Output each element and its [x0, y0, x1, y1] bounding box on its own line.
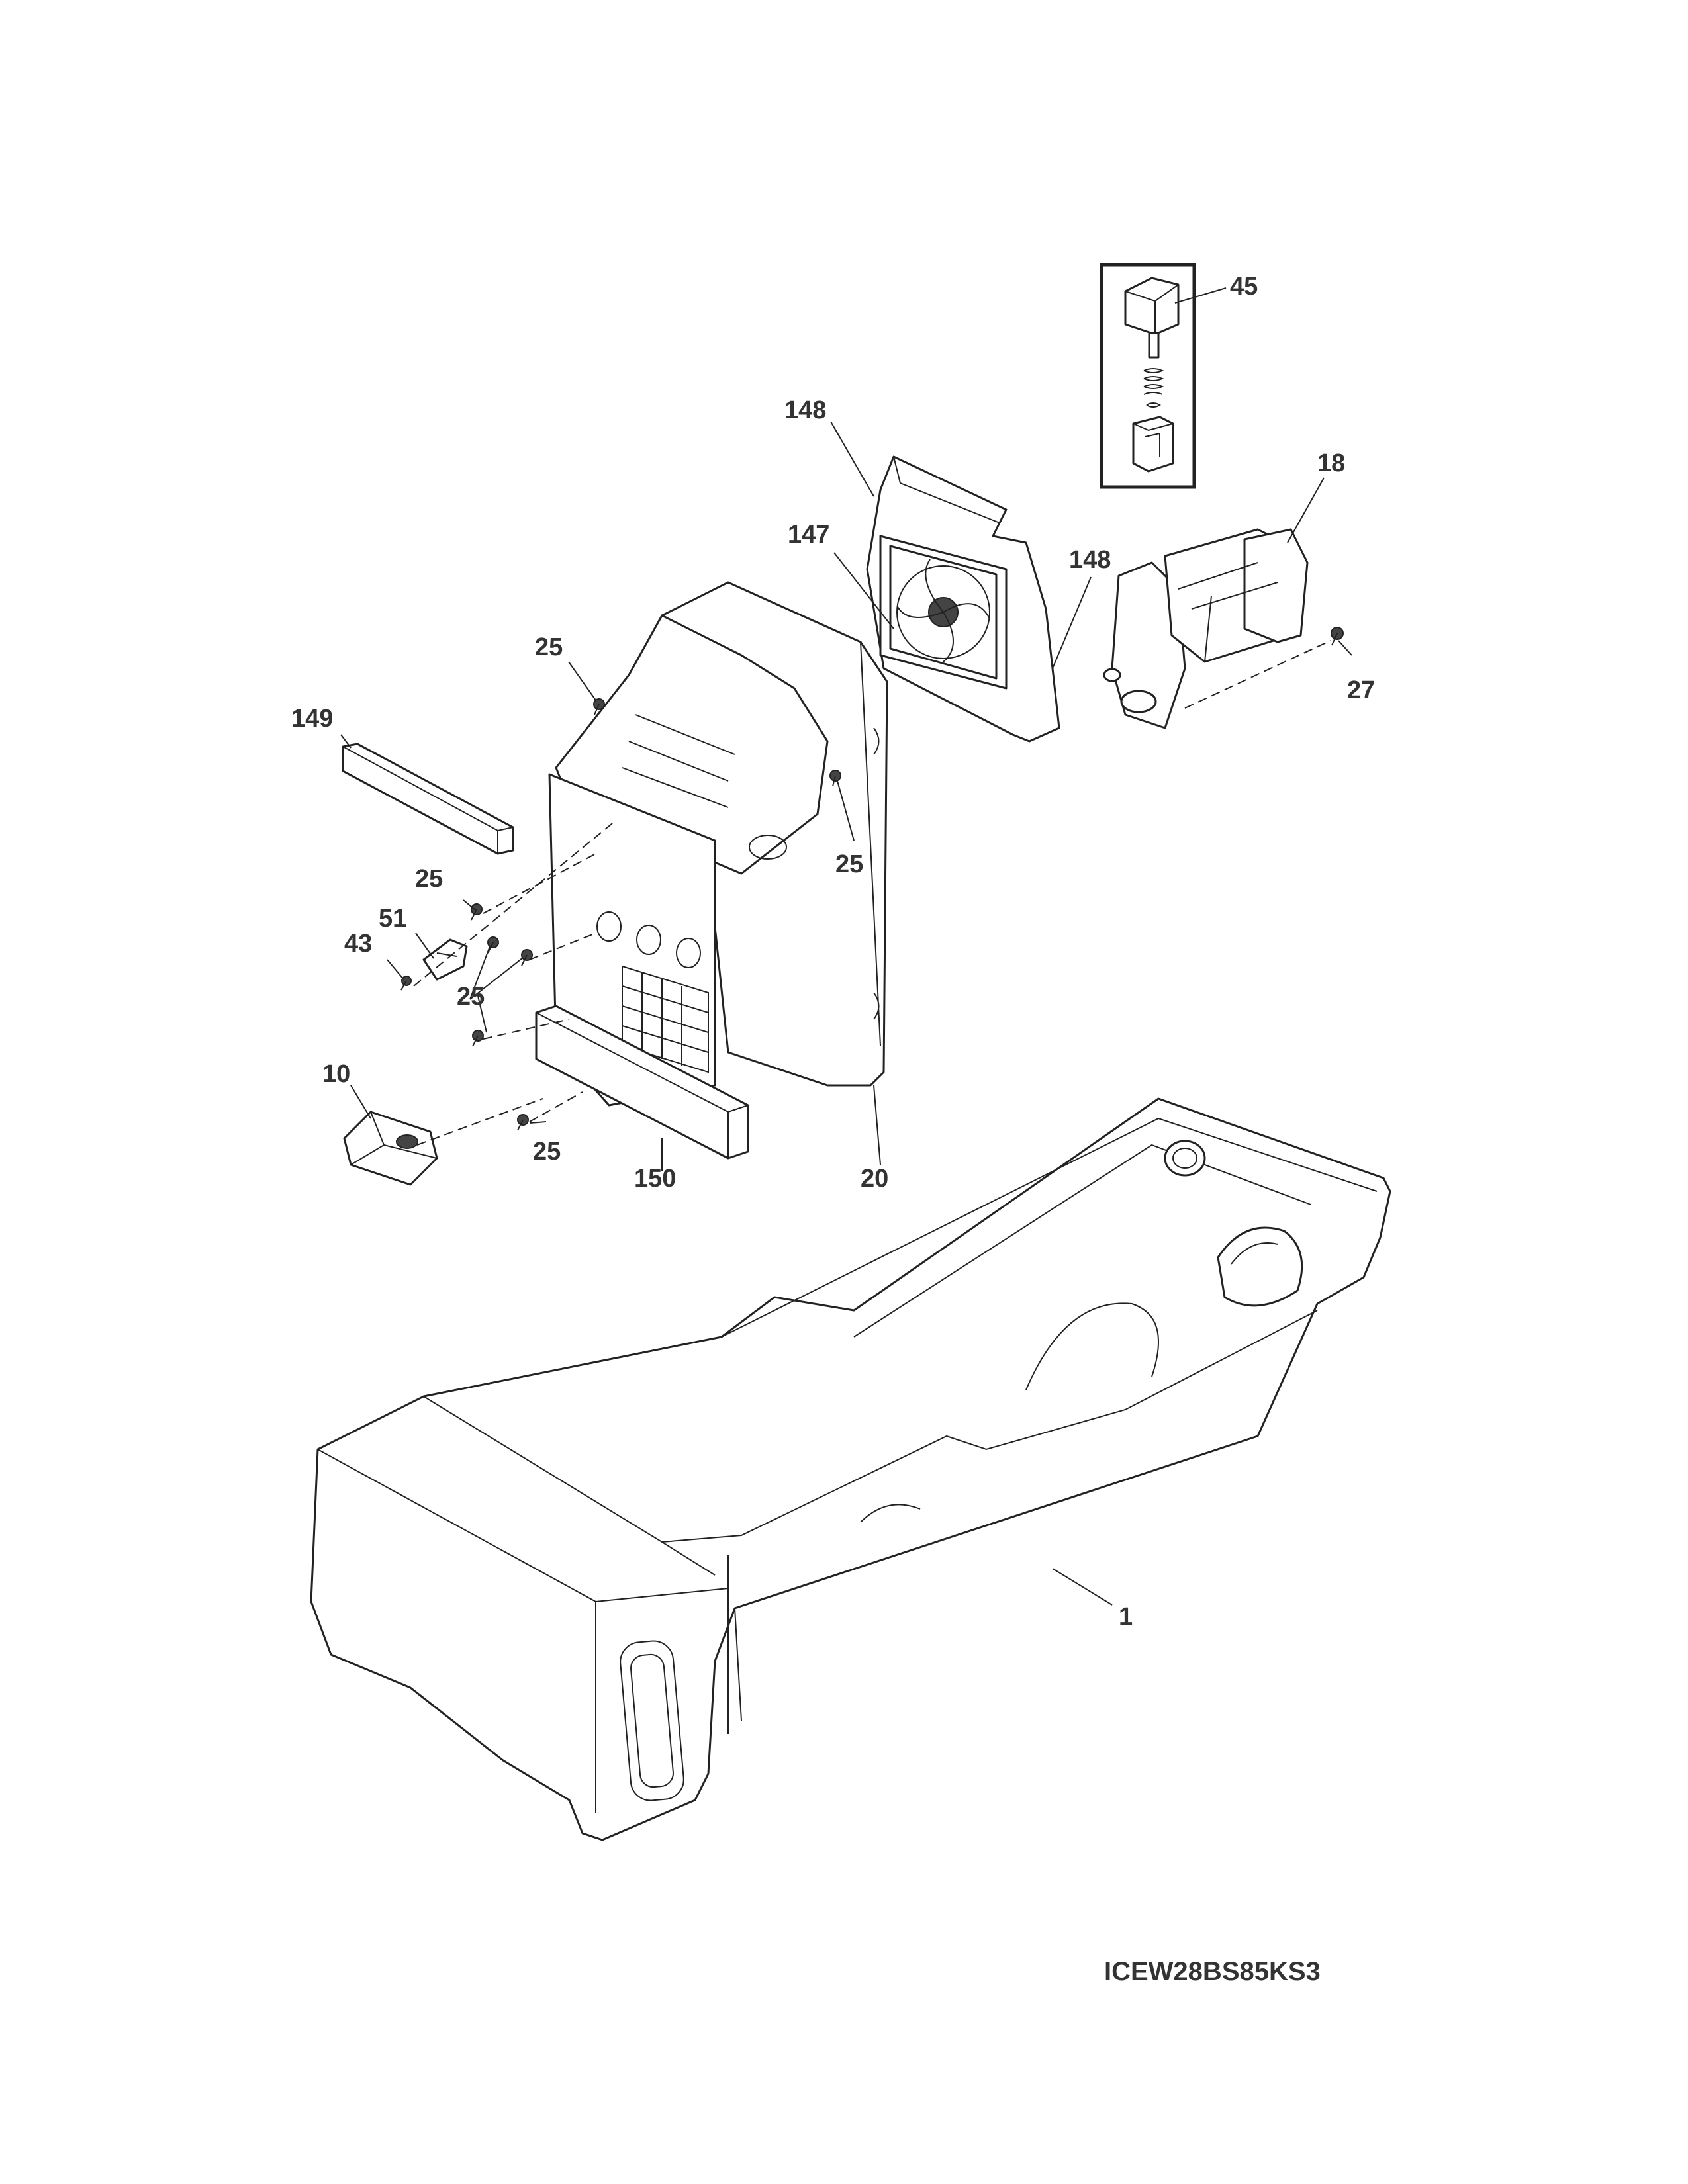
- callout-25-c: 25: [415, 865, 443, 893]
- callout-10: 10: [322, 1060, 350, 1088]
- callout-1: 1: [1119, 1603, 1133, 1631]
- callout-25-e: 25: [533, 1138, 561, 1165]
- part-45-solenoid-kit: [1100, 263, 1196, 489]
- screws: [400, 627, 1344, 1131]
- callout-labels: 45 148 18 147 148 25 27 149 25 25 51 43 …: [291, 273, 1375, 1631]
- part-149-strip: [342, 743, 514, 855]
- callout-25-b: 25: [835, 850, 863, 878]
- callout-148-top: 148: [784, 396, 826, 424]
- part-18-auger-motor: [1103, 528, 1309, 729]
- part-51-bracket: [422, 938, 468, 981]
- callout-148-right: 148: [1069, 546, 1111, 574]
- callout-20: 20: [861, 1165, 888, 1193]
- assembly-lines: [413, 640, 1331, 1146]
- part-147-fan: [879, 535, 1008, 690]
- model-code: ICEW28BS85KS3: [1104, 1957, 1321, 1986]
- callout-147: 147: [788, 521, 829, 549]
- callout-45: 45: [1230, 273, 1258, 300]
- leader-lines: [340, 287, 1352, 1606]
- callout-150: 150: [634, 1165, 676, 1193]
- part-1-ice-bin: [310, 1097, 1391, 1841]
- callout-43: 43: [344, 930, 372, 958]
- part-10-knob: [343, 1111, 438, 1186]
- callout-27: 27: [1347, 676, 1375, 704]
- callout-25-d: 25: [457, 983, 485, 1011]
- callout-149: 149: [291, 705, 333, 733]
- part-20-housing: [548, 581, 888, 1107]
- callout-25-a: 25: [535, 633, 563, 661]
- callout-18: 18: [1317, 449, 1345, 477]
- part-150-trim: [535, 1005, 749, 1160]
- callout-51: 51: [379, 905, 406, 933]
